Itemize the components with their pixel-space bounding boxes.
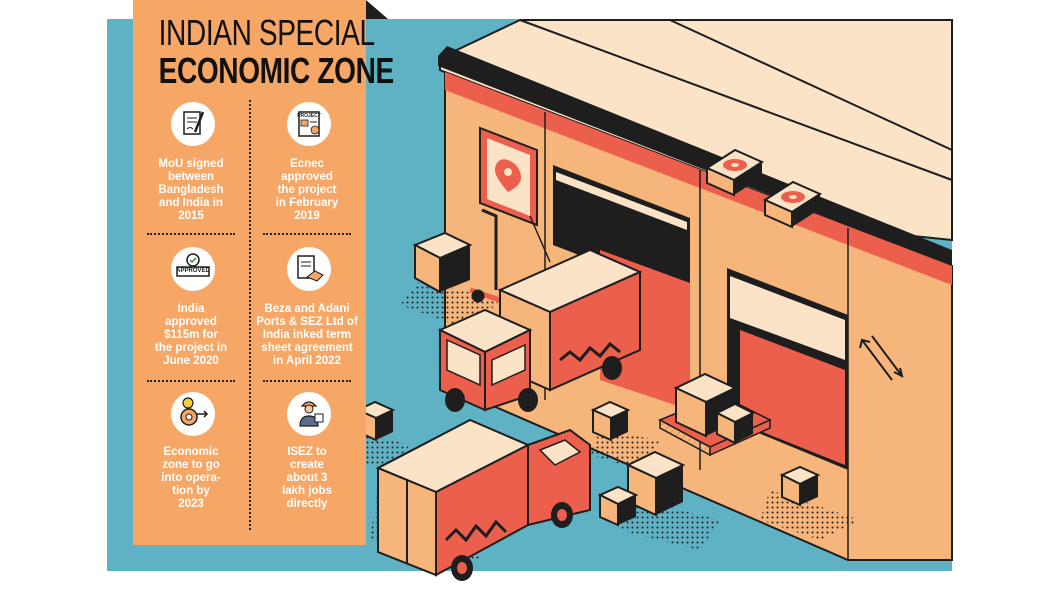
- box-3: [590, 400, 631, 442]
- gears-bulb-icon: [171, 392, 215, 436]
- roof-edge: [438, 46, 952, 266]
- dock-door-1: [553, 165, 690, 298]
- divider: [147, 233, 235, 235]
- box-1: [412, 231, 473, 294]
- handshake-document-icon: [287, 247, 331, 291]
- project-label: PROJECT: [297, 113, 321, 119]
- box-5: [625, 450, 686, 517]
- truck-1: [437, 248, 643, 412]
- document-pen-icon: [171, 102, 215, 146]
- truck-2: [375, 418, 591, 581]
- divider: [263, 233, 351, 235]
- location-sign: [479, 126, 551, 263]
- wall-arrows: [859, 335, 904, 381]
- roof-fan-1: [704, 148, 765, 197]
- black-notch: [366, 0, 388, 19]
- approved-label: APPROVED: [176, 268, 210, 274]
- divider: [147, 380, 235, 382]
- vertical-divider: [249, 100, 251, 530]
- box-6: [597, 485, 639, 527]
- roof-fan-2: [762, 180, 823, 229]
- pallet: [658, 372, 772, 457]
- hand-trolley: [469, 208, 501, 303]
- title-line-2: ECONOMIC ZONE: [158, 50, 395, 91]
- worker-icon: [287, 392, 331, 436]
- box-4: [779, 465, 821, 507]
- project-document-icon: PROJECT: [287, 102, 331, 146]
- title-line-1: INDIAN SPECIAL: [158, 12, 376, 53]
- approved-stamp-icon: APPROVED: [171, 247, 215, 291]
- divider: [263, 380, 351, 382]
